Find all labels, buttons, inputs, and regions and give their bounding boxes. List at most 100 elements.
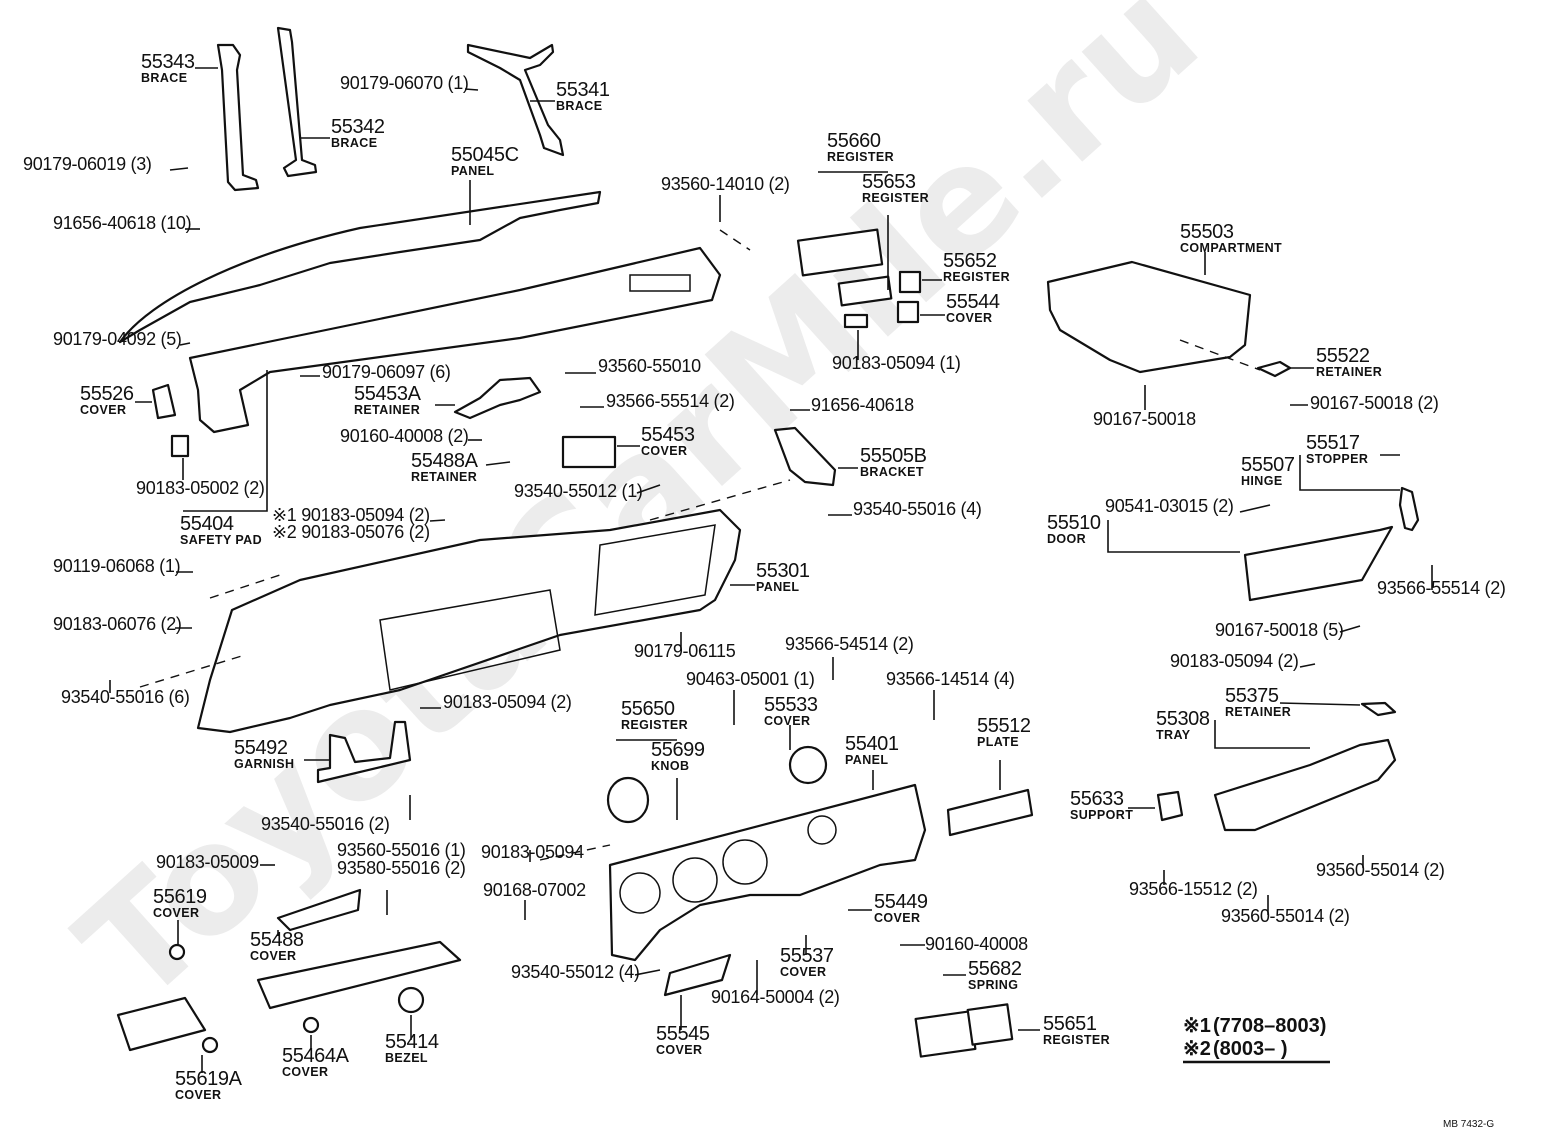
part-label-90179-06115[interactable]: 90179-06115 (634, 632, 736, 661)
part-label-90183-05002-2[interactable]: 90183-05002 (2) (136, 458, 265, 498)
part-name: RETAINER (354, 403, 420, 417)
part-label-93560-55014-2[interactable]: 93560-55014 (2) (1221, 895, 1350, 926)
part-label--2-90183-05076-2[interactable]: ※2 90183-05076 (2) (272, 522, 430, 542)
part-number: 90179-06115 (634, 641, 736, 661)
part-number: 55537 (780, 945, 834, 967)
part-label-93560-55010[interactable]: 93560-55010 (565, 356, 701, 376)
part-label-93540-55012-4[interactable]: 93540-55012 (4) (511, 962, 661, 982)
part-label-90541-03015-2[interactable]: 90541-03015 (2) (1105, 496, 1271, 516)
part-label-90160-40008-2[interactable]: 90160-40008 (2) (340, 426, 482, 446)
footnote-1-range: (7708–8003) (1213, 1015, 1326, 1037)
part-label-93540-55012-1[interactable]: 93540-55012 (1) (514, 481, 661, 501)
part-name: KNOB (651, 759, 689, 773)
part-label-93540-55016-2[interactable]: 93540-55016 (2) (261, 795, 411, 834)
part-label-90168-07002[interactable]: 90168-07002 (483, 880, 586, 920)
part-label-93566-15512-2[interactable]: 93566-15512 (2) (1129, 870, 1258, 899)
part-label-90183-05009[interactable]: 90183-05009 (156, 852, 275, 872)
part-label-93560-55014-2[interactable]: 93560-55014 (2) (1316, 855, 1445, 880)
part-number: 90183-05094 (2) (443, 692, 572, 712)
part-label-90179-04092-5[interactable]: 90179-04092 (5) (53, 329, 191, 349)
part-label-93580-55016-2[interactable]: 93580-55016 (2) (337, 858, 466, 878)
part-label-90164-50004-2[interactable]: 90164-50004 (2) (711, 960, 840, 1007)
part-label-93560-55016-1[interactable]: 93560-55016 (1) (337, 840, 466, 915)
part-label-90167-50018[interactable]: 90167-50018 (1093, 385, 1196, 429)
part-label--1-90183-05094-2[interactable]: ※1 90183-05094 (2) (272, 505, 446, 525)
part-name: TRAY (1156, 728, 1191, 742)
part-label-90183-05094-2[interactable]: 90183-05094 (2) (420, 692, 572, 712)
part-label-93540-55016-6[interactable]: 93540-55016 (6) (61, 680, 190, 707)
part-label-91656-40618[interactable]: 91656-40618 (790, 395, 914, 415)
register-55653-shape (837, 275, 893, 307)
part-label-90183-06076-2[interactable]: 90183-06076 (2) (53, 614, 192, 634)
part-label-90160-40008[interactable]: 90160-40008 (900, 934, 1028, 954)
part-label-90167-50018-5[interactable]: 90167-50018 (5) (1215, 620, 1361, 640)
part-label-91656-40618-10[interactable]: 91656-40618 (10) (53, 213, 200, 233)
part-label-90167-50018-2[interactable]: 90167-50018 (2) (1290, 393, 1439, 413)
brace-55342-shape (276, 26, 318, 178)
part-number: 55652 (943, 250, 997, 272)
part-number: 55517 (1306, 432, 1360, 454)
part-label-93566-55514-2[interactable]: 93566-55514 (2) (1377, 565, 1506, 598)
cover-55464a-shape (302, 1016, 320, 1034)
part-label-93540-55016-4[interactable]: 93540-55016 (4) (828, 499, 982, 519)
part-name: RETAINER (411, 470, 477, 484)
part-label-90179-06019-3[interactable]: 90179-06019 (3) (23, 154, 189, 174)
part-label-90183-05094-1[interactable]: 90183-05094 (1) (832, 330, 961, 373)
part-label-90183-05094[interactable]: 90183-05094 (481, 842, 584, 862)
part-number: 55544 (946, 291, 1000, 313)
part-number: 90183-06076 (2) (53, 614, 182, 634)
part-label-93560-14010-2[interactable]: 93560-14010 (2) (661, 174, 790, 222)
part-label-90179-06097-6[interactable]: 90179-06097 (6) (300, 362, 451, 382)
leader-line (179, 342, 191, 346)
part-label-93566-54514-2[interactable]: 93566-54514 (2) (785, 634, 914, 680)
footnote-2-mark: ※2 (1183, 1038, 1211, 1060)
part-label-90179-06070-1[interactable]: 90179-06070 (1) (340, 73, 479, 93)
part-label-90183-05094-2[interactable]: 90183-05094 (2) (1170, 651, 1316, 671)
part-label-90463-05001-1[interactable]: 90463-05001 (1) (686, 669, 815, 725)
part-label-93566-14514-4[interactable]: 93566-14514 (4) (886, 669, 1015, 720)
part-label-90119-06068-1[interactable]: 90119-06068 (1) (53, 556, 193, 576)
part-name: COVER (764, 714, 810, 728)
part-label-93566-55514-2[interactable]: 93566-55514 (2) (580, 391, 735, 411)
dashed-line (539, 844, 611, 861)
